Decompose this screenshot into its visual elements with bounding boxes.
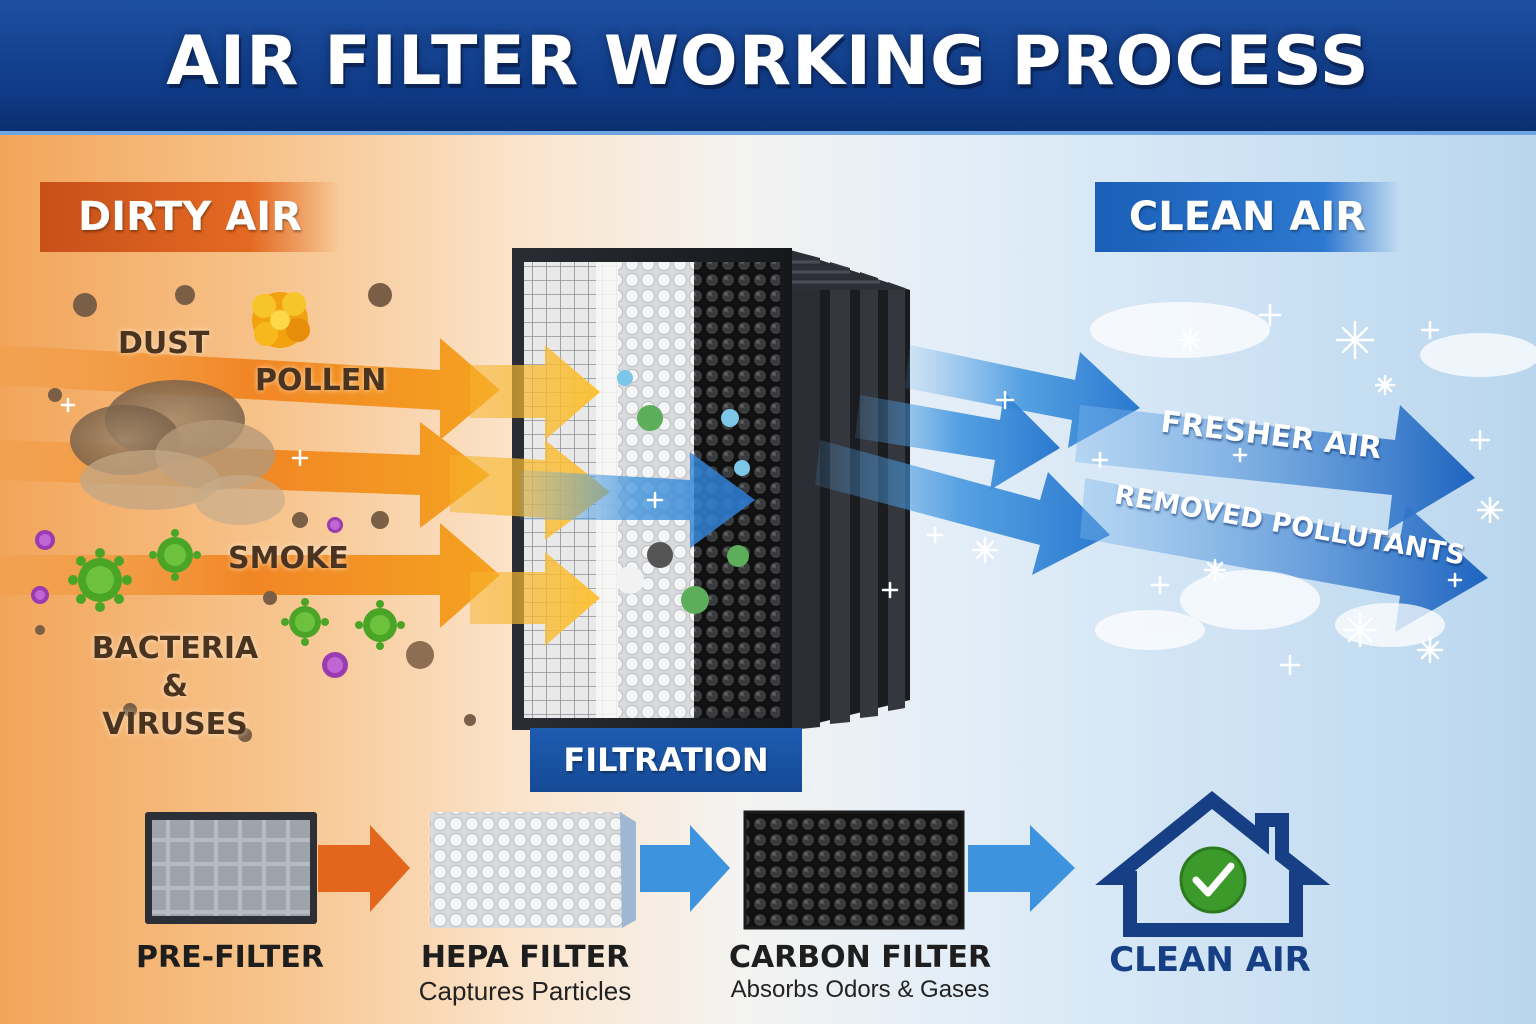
stage-label-hepa: HEPA FILTER [420, 940, 630, 975]
orange-arrow-3 [0, 523, 500, 628]
blue-pass-arrow [520, 452, 755, 548]
arrow-carbon-to-clean [968, 825, 1075, 912]
pre-filter-illustration [145, 812, 317, 924]
page-title: AIR FILTER WORKING PROCESS [166, 22, 1370, 101]
orange-arrow-1 [0, 338, 500, 440]
house-icon [1095, 791, 1331, 937]
pollutant-label-smoke: SMOKE [228, 541, 349, 576]
process-row [145, 791, 1331, 937]
virus-icon [31, 517, 405, 678]
clean-air-arrows [815, 345, 1488, 632]
removed-pollutants-arrow [1080, 478, 1488, 632]
stage-label-clean-air: CLEAN AIR [1109, 940, 1311, 980]
stage-label-pre-filter: PRE-FILTER [136, 940, 324, 975]
inflow-arrows [450, 345, 755, 646]
arrow-hepa-to-carbon [640, 825, 730, 912]
checkmark-icon [1179, 846, 1247, 914]
hepa-illustration [430, 812, 636, 928]
dirty-air-banner: DIRTY AIR [40, 182, 340, 252]
stage-label-carbon: CARBON FILTER [728, 940, 992, 975]
pollen-icon [252, 292, 310, 348]
clean-air-banner: CLEAN AIR [1095, 182, 1400, 252]
filtration-banner: FILTRATION [530, 728, 802, 792]
arrow-pre-to-hepa [318, 825, 410, 912]
header-bar [0, 0, 1536, 135]
sparkle-icon [60, 303, 1504, 676]
pollutant-label-bacteria: BACTERIA & VIRUSES [91, 631, 259, 742]
fresher-air-arrow [1075, 405, 1475, 530]
pollutant-label-dust: DUST [118, 326, 210, 361]
cloud-decor [1090, 302, 1536, 650]
dust-cloud-icon [35, 283, 476, 742]
stage-desc-carbon: Absorbs Odors & Gases [730, 976, 990, 1003]
carbon-illustration [743, 810, 965, 930]
pollutant-label-pollen: POLLEN [255, 363, 387, 398]
stage-desc-hepa: Captures Particles [418, 976, 632, 1006]
